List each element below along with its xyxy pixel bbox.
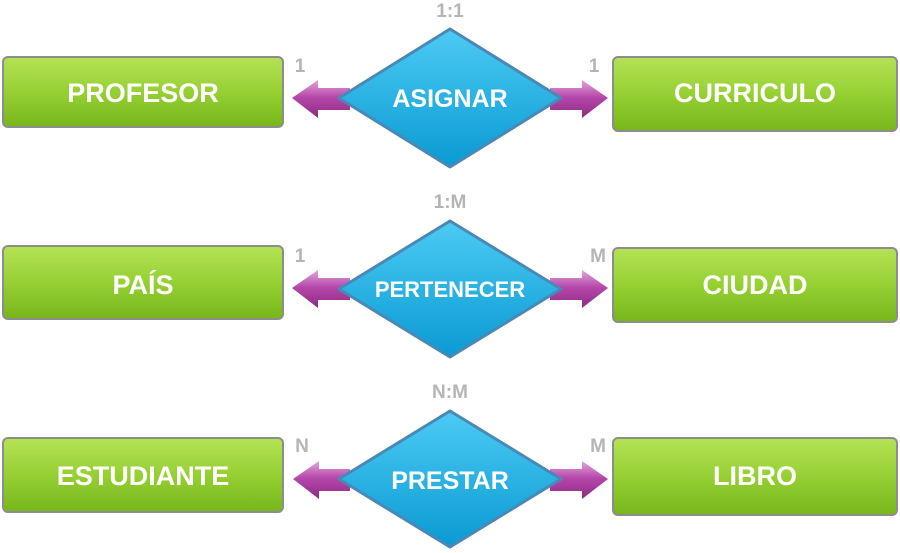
- right-cardinality: M: [590, 436, 606, 457]
- relationship-type-label: 1:M: [434, 192, 467, 213]
- relationship-row-2: 1:M PAÍS CIUDAD PERTENECER 1 M: [2, 192, 898, 359]
- relationship-label: ASIGNAR: [392, 85, 507, 113]
- entity-label: CIUDAD: [703, 270, 808, 300]
- relationship-label: PERTENECER: [375, 277, 525, 302]
- entity-box: [2, 56, 284, 128]
- entity-box: [612, 56, 898, 132]
- right-arrow: [550, 80, 608, 118]
- left-arrow: [292, 270, 350, 308]
- left-cardinality: 1: [295, 56, 306, 77]
- entity-box: [2, 437, 284, 513]
- left-arrow: [292, 80, 350, 118]
- relationship-label: PRESTAR: [391, 467, 509, 495]
- left-cardinality: 1: [295, 246, 306, 267]
- entity-box: [612, 437, 898, 516]
- relationship-row-3: N:M ESTUDIANTE LIBRO PRESTAR N M: [2, 382, 898, 549]
- left-cardinality: N: [295, 436, 309, 457]
- relationship-diamond: [337, 219, 563, 359]
- entity-box: [2, 245, 284, 320]
- right-cardinality: M: [590, 246, 606, 267]
- right-arrow: [550, 461, 608, 499]
- left-arrow: [293, 461, 350, 499]
- relationship-row-1: 1:1 PROFESOR CURRICULO ASIGNAR 1 1: [2, 1, 898, 169]
- right-arrow: [550, 270, 608, 308]
- right-cardinality: 1: [589, 56, 600, 77]
- relationship-diamond: [337, 27, 563, 169]
- relationship-type-label: N:M: [432, 382, 468, 403]
- relationship-type-label: 1:1: [436, 1, 464, 22]
- entity-label: CURRICULO: [674, 78, 836, 108]
- entity-label: ESTUDIANTE: [57, 461, 230, 491]
- entity-label: PROFESOR: [67, 78, 219, 108]
- entity-label: PAÍS: [112, 269, 173, 300]
- entity-label: LIBRO: [713, 461, 797, 491]
- relationship-diamond: [337, 409, 563, 549]
- entity-box: [612, 247, 898, 323]
